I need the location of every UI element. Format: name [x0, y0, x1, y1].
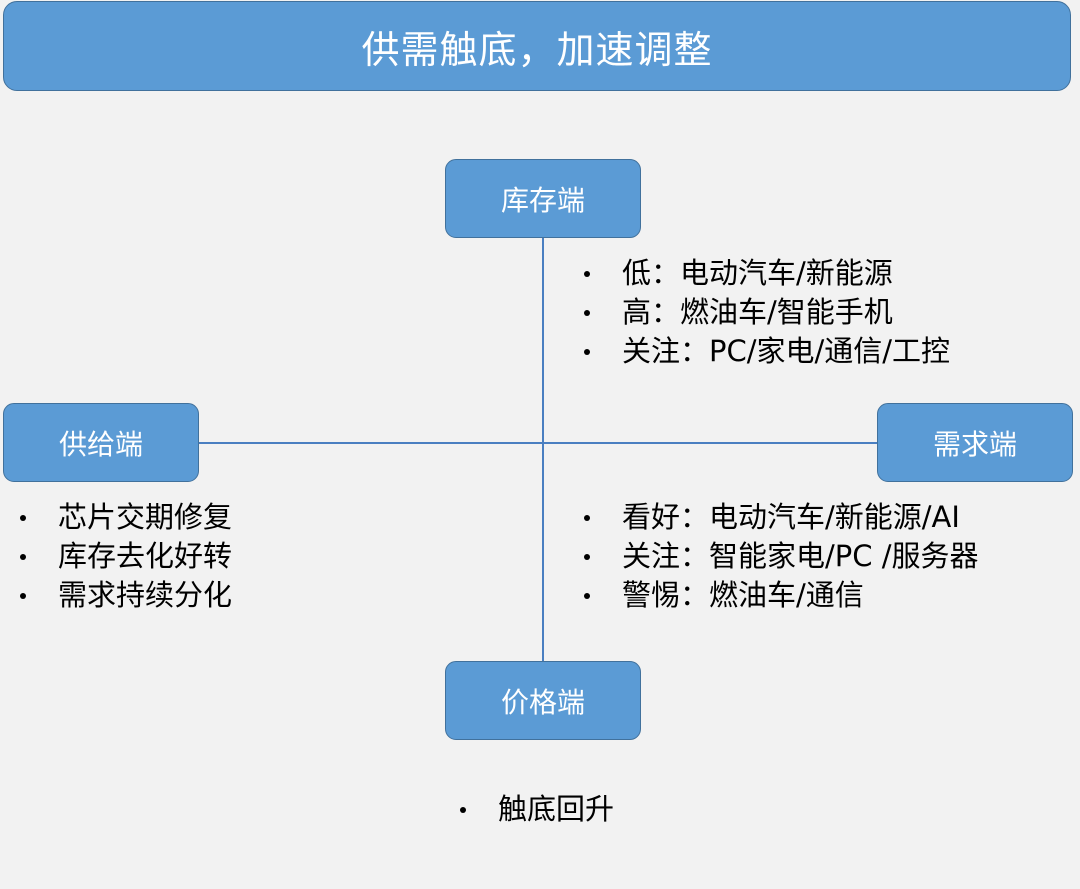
price-list: 触底回升: [456, 790, 614, 829]
inventory-item: 关注：PC/家电/通信/工控: [580, 332, 950, 371]
node-supply: 供给端: [3, 403, 199, 482]
demand-list: 看好：电动汽车/新能源/AI 关注：智能家电/PC /服务器 警惕：燃油车/通信: [580, 498, 979, 615]
diagram-title: 供需触底，加速调整: [3, 1, 1071, 91]
inventory-item: 低：电动汽车/新能源: [580, 254, 950, 293]
vertical-connector: [542, 236, 544, 662]
demand-item: 警惕：燃油车/通信: [580, 576, 979, 615]
supply-item: 需求持续分化: [16, 576, 232, 615]
inventory-item: 高：燃油车/智能手机: [580, 293, 950, 332]
price-item: 触底回升: [456, 790, 614, 829]
supply-list: 芯片交期修复 库存去化好转 需求持续分化: [16, 498, 232, 615]
node-inventory: 库存端: [445, 159, 641, 238]
demand-item: 看好：电动汽车/新能源/AI: [580, 498, 979, 537]
node-price: 价格端: [445, 661, 641, 740]
demand-item: 关注：智能家电/PC /服务器: [580, 537, 979, 576]
supply-item: 芯片交期修复: [16, 498, 232, 537]
inventory-list: 低：电动汽车/新能源 高：燃油车/智能手机 关注：PC/家电/通信/工控: [580, 254, 950, 371]
node-demand: 需求端: [877, 403, 1073, 482]
supply-item: 库存去化好转: [16, 537, 232, 576]
horizontal-connector: [197, 442, 879, 444]
